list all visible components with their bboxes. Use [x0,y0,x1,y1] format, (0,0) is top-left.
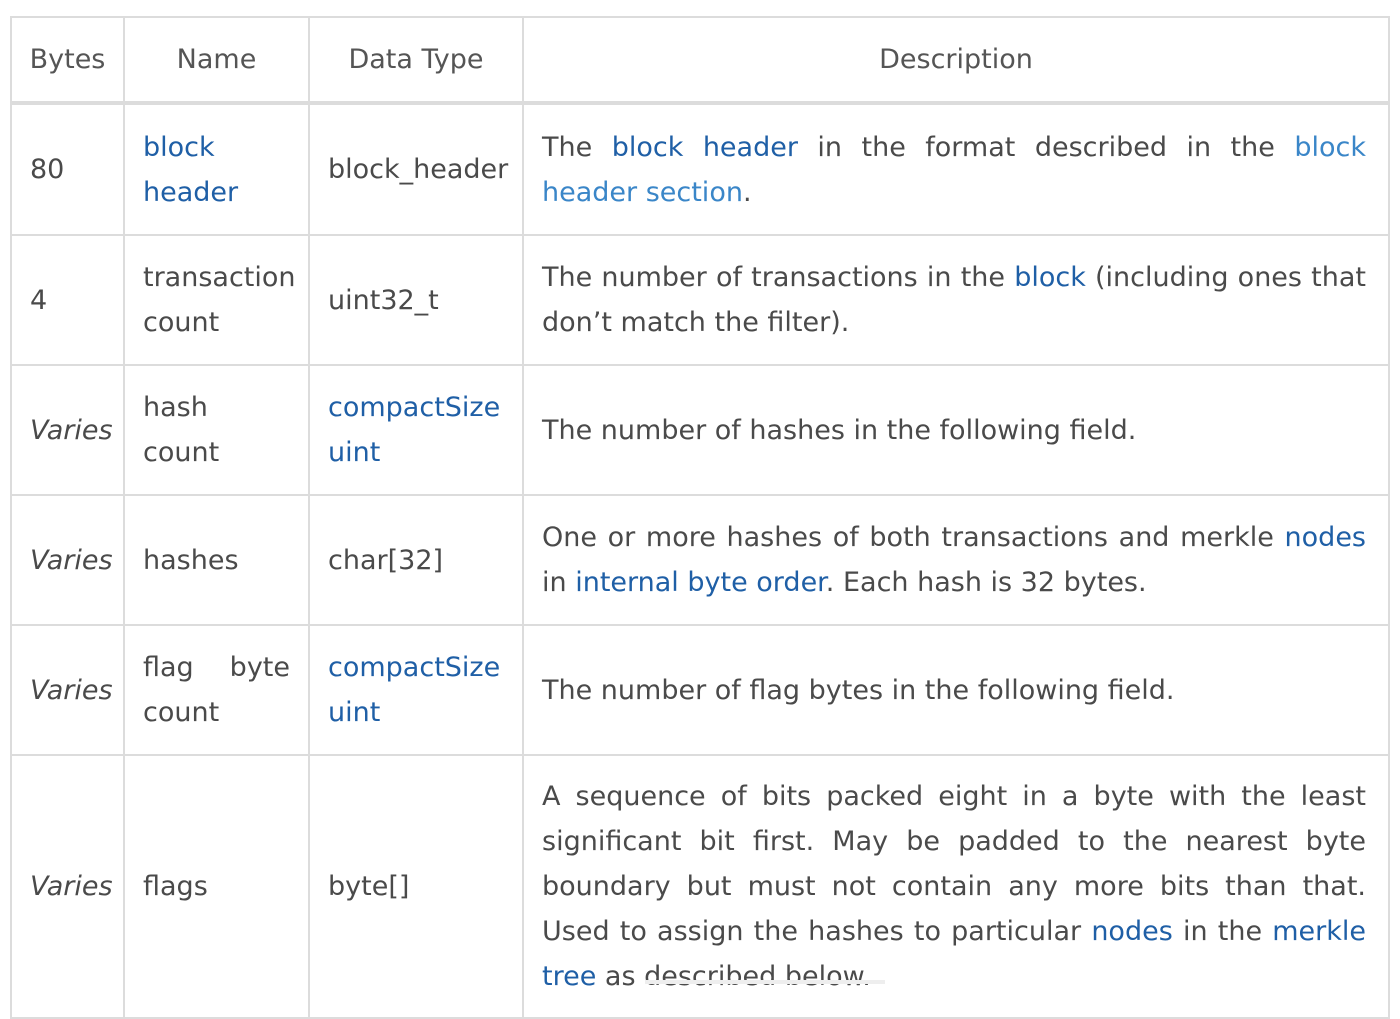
block-link[interactable]: block [1014,262,1086,293]
cell-name: transaction count [123,234,310,366]
cell-description: A sequence of bits packed eight in a byt… [522,754,1390,1019]
desc-text: A sequence of bits packed eight in a byt… [542,781,1366,947]
desc-text: in the format described in the [797,131,1295,163]
cell-name: block header [123,102,310,236]
cell-description: The block header in the format described… [522,102,1390,236]
scroll-hint-bar [645,980,885,984]
desc-text: One or more hashes of both transactions … [542,522,1285,553]
desc-text: in the [1172,916,1273,947]
header-description: Description [522,16,1390,105]
header-name: Name [123,16,310,105]
cell-description: One or more hashes of both transactions … [522,494,1390,626]
compactsize-uint-link[interactable]: compactSize uint [328,392,501,468]
desc-text: (including ones that don’t match the fil… [542,262,1366,338]
cell-name: flag byte count [123,624,310,756]
cell-name: flags [123,754,310,1019]
cell-description: The number of hashes in the following fi… [522,364,1390,496]
block-header-link[interactable]: block header [611,131,798,163]
cell-type: char[32] [308,494,524,626]
cell-bytes: 80 [10,102,125,236]
table-header: Bytes Name Data Type Description [10,16,1390,105]
cell-description: The number of transactions in the block … [522,234,1390,366]
cell-type: compactSize uint [308,364,524,496]
cell-bytes: 4 [10,234,125,366]
cell-type: uint32_t [308,234,524,366]
desc-text: . [742,176,752,208]
cell-bytes: Varies [10,364,125,496]
header-data-type: Data Type [308,16,524,105]
table-row: Varies flags byte[] A sequence of bits p… [10,754,1390,1019]
cell-name: hashes [123,494,310,626]
cell-description: The number of flag bytes in the followin… [522,624,1390,756]
cell-type: block_header [308,102,524,236]
table-row: 80 block header block_header The block h… [10,102,1390,236]
table-row: Varies hash count compactSize uint The n… [10,364,1390,496]
desc-text: as described below. [596,961,871,992]
desc-text: The number of transactions in the [542,262,1015,293]
cell-bytes: Varies [10,624,125,756]
internal-byte-order-link[interactable]: internal byte order [575,567,826,598]
cell-bytes: Varies [10,754,125,1019]
cell-bytes: Varies [10,494,125,626]
merkleblock-fields-table: Bytes Name Data Type Description 80 bloc… [10,16,1390,1019]
table-row: 4 transaction count uint32_t The number … [10,234,1390,366]
block-header-section-link[interactable]: block header section [542,131,1366,208]
cell-type: byte[] [308,754,524,1019]
desc-text: . Each hash is 32 bytes. [825,567,1147,598]
header-bytes: Bytes [10,16,125,105]
header-row: Bytes Name Data Type Description [10,16,1390,105]
desc-text: in [542,567,576,598]
compactsize-uint-link[interactable]: compactSize uint [328,652,501,728]
table-row: Varies flag byte count compactSize uint … [10,624,1390,756]
table-body: 80 block header block_header The block h… [10,102,1390,1019]
nodes-link[interactable]: nodes [1091,916,1173,947]
cell-name: hash count [123,364,310,496]
table-row: Varies hashes char[32] One or more hashe… [10,494,1390,626]
nodes-link[interactable]: nodes [1284,522,1366,553]
desc-text: The [542,131,612,163]
table-wrapper: Bytes Name Data Type Description 80 bloc… [10,16,1390,1019]
cell-type: compactSize uint [308,624,524,756]
block-header-link[interactable]: block header [143,131,239,208]
